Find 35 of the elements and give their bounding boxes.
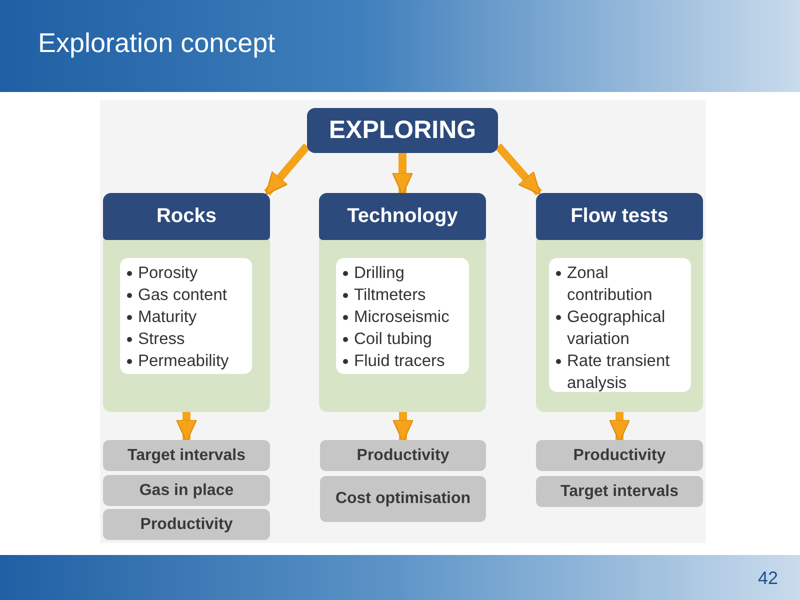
list-item: Tiltmeters bbox=[342, 284, 465, 306]
list-item: Permeability bbox=[126, 350, 248, 372]
arrow bbox=[494, 142, 542, 196]
result-box: Target intervals bbox=[103, 440, 270, 471]
list-item: Coil tubing bbox=[342, 328, 465, 350]
result-box: Productivity bbox=[536, 440, 703, 471]
bullet-list-box bbox=[336, 258, 469, 374]
arrow bbox=[264, 142, 311, 196]
bullet-list-box bbox=[549, 258, 691, 392]
list-item: Rate transient analysis bbox=[555, 350, 687, 394]
slide-title: Exploration concept bbox=[38, 28, 276, 59]
list-item: Drilling bbox=[342, 262, 465, 284]
result-box: Productivity bbox=[320, 440, 486, 471]
result-box: Target intervals bbox=[536, 476, 703, 507]
process-box bbox=[307, 108, 498, 153]
column-header: Rocks bbox=[103, 193, 270, 240]
column-panel bbox=[536, 193, 703, 412]
list-item: Porosity bbox=[126, 262, 248, 284]
list-item: Stress bbox=[126, 328, 248, 350]
column-panel bbox=[319, 193, 486, 412]
box-title: EXPLORING bbox=[328, 116, 476, 145]
result-box: Cost optimisation bbox=[320, 476, 486, 522]
list-item: Fluid tracers bbox=[342, 350, 465, 372]
bullet-list-box bbox=[120, 258, 252, 374]
column-header: Technology bbox=[319, 193, 486, 240]
list-item: Zonal contribution bbox=[555, 262, 687, 306]
list-item: Gas content bbox=[126, 284, 248, 306]
column-header: Flow tests bbox=[536, 193, 703, 240]
page-number: 42 bbox=[758, 568, 778, 589]
result-box: Gas in place bbox=[103, 475, 270, 506]
list-item: Microseismic bbox=[342, 306, 465, 328]
column-panel bbox=[103, 193, 270, 412]
list-item: Geographical variation bbox=[555, 306, 687, 350]
list-item: Maturity bbox=[126, 306, 248, 328]
result-box: Productivity bbox=[103, 509, 270, 540]
